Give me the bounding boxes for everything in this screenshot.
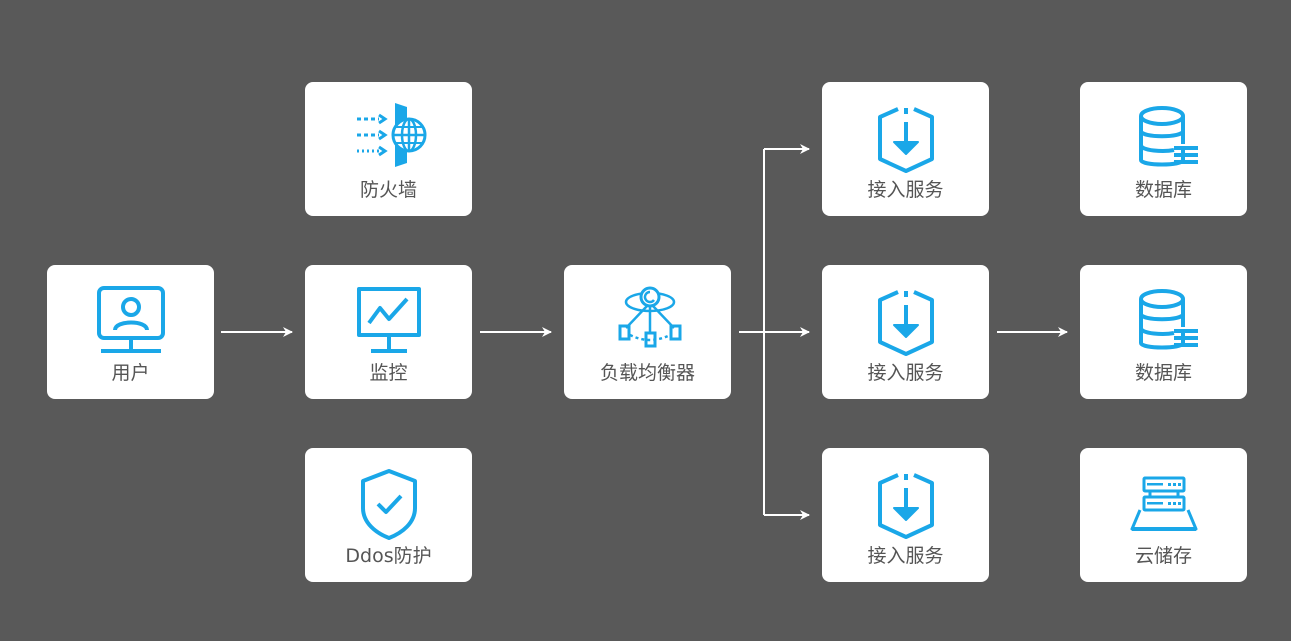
node-label: 防火墙 [359,179,417,201]
node-monitor: 监控 [305,265,472,399]
node-label: Ddos防护 [345,545,432,567]
monitor-user-icon [91,283,171,363]
node-cloud-storage: 云储存 [1080,448,1247,582]
node-access-service-2: 接入服务 [822,265,989,399]
node-label: 监控 [369,362,408,384]
download-shield-icon [866,100,946,180]
node-label: 负载均衡器 [599,362,695,384]
node-access-service-3: 接入服务 [822,448,989,582]
download-shield-icon [866,466,946,546]
node-label: 接入服务 [867,545,944,567]
node-firewall: 防火墙 [305,82,472,216]
monitor-chart-icon [349,283,429,363]
load-balancer-icon [608,283,688,363]
node-ddos: Ddos防护 [305,448,472,582]
download-shield-icon [866,283,946,363]
node-database-1: 数据库 [1080,82,1247,216]
node-access-service-1: 接入服务 [822,82,989,216]
node-user: 用户 [47,265,214,399]
database-icon [1124,100,1204,180]
database-icon [1124,283,1204,363]
node-label: 数据库 [1134,179,1192,201]
node-label: 数据库 [1134,362,1192,384]
cloud-storage-server-icon [1124,466,1204,546]
shield-check-icon [349,466,429,546]
node-label: 接入服务 [867,179,944,201]
node-database-2: 数据库 [1080,265,1247,399]
node-label: 用户 [111,362,150,384]
firewall-globe-icon [349,100,429,180]
node-label: 云储存 [1134,545,1192,567]
node-load-balancer: 负载均衡器 [564,265,731,399]
node-label: 接入服务 [867,362,944,384]
